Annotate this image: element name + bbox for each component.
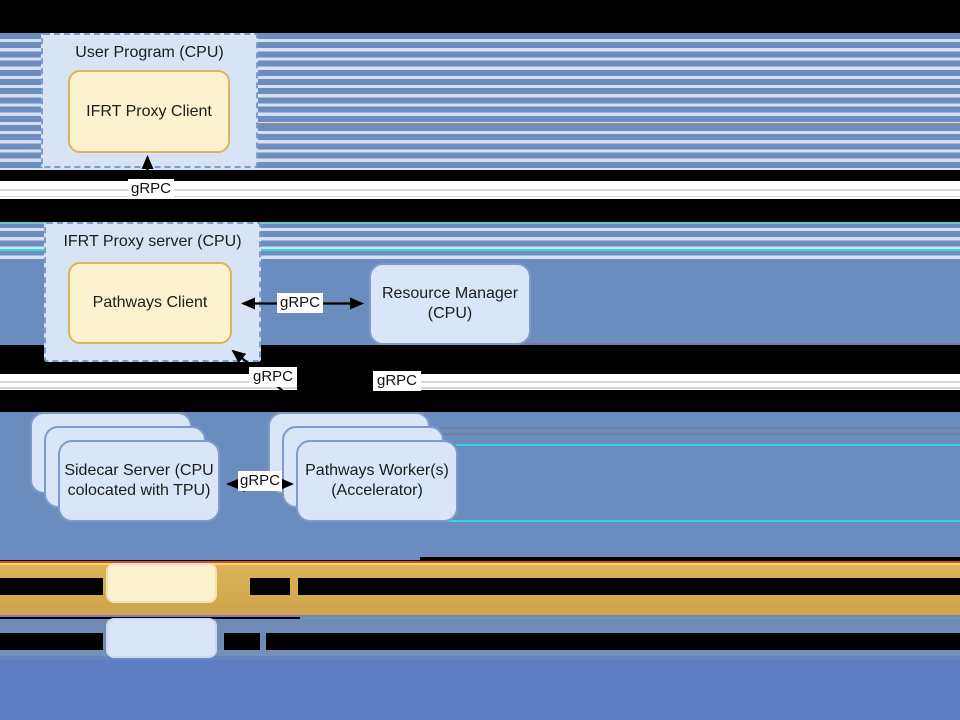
legend-row1-redaction [298, 577, 960, 595]
glitch-red-line [0, 561, 960, 563]
node-pathways-client: Pathways Client [68, 262, 232, 344]
glitch-gray-line [255, 123, 960, 125]
node-pathways-workers: Pathways Worker(s) (Accelerator) [296, 440, 458, 522]
black-patch [297, 374, 377, 390]
node-sidecar-server: Sidecar Server (CPU colocated with TPU) [58, 440, 220, 522]
node-pathways-client-label: Pathways Client [92, 294, 208, 311]
node-sidecar-server-line1: Sidecar Server (CPU [64, 462, 214, 479]
slate-strip [0, 649, 960, 656]
node-sidecar-server-line2: colocated with TPU) [67, 482, 211, 499]
black-strip [420, 557, 960, 561]
node-ifrt-proxy-client: IFRT Proxy Client [68, 70, 230, 153]
legend-row2-redaction [224, 632, 260, 650]
hairline [0, 189, 960, 191]
glitch-gray-line [440, 433, 960, 435]
node-ifrt-proxy-server-label: IFRT Proxy server (CPU) [63, 233, 242, 250]
glitch-cyan-line [448, 520, 960, 522]
legend-row2-redaction [266, 632, 960, 650]
node-resource-manager: Resource Manager (CPU) [369, 263, 531, 345]
hairline [0, 381, 960, 383]
node-user-program-label: User Program (CPU) [75, 44, 224, 61]
edge-label-sidecar-workers-grpc: gRPC [238, 471, 282, 491]
legend-swatch-yellow [106, 563, 217, 603]
node-pathways-workers-line2: (Accelerator) [331, 482, 423, 499]
node-pathways-workers-line1: Pathways Worker(s) [305, 462, 449, 479]
slate-blend [0, 655, 960, 661]
legend-row1-redaction [0, 577, 103, 595]
glitch-yellow-line [0, 562, 960, 565]
hairline [0, 387, 960, 389]
glitch-teal-line [0, 222, 960, 224]
legend-row1-redaction [250, 577, 290, 595]
edge-label-rm-workers-grpc: gRPC [373, 371, 421, 391]
hairline [0, 195, 960, 197]
edge-label-rm-client-grpc: gRPC [277, 293, 323, 313]
glitch-gray-line [440, 427, 960, 429]
node-ifrt-proxy-client-label: IFRT Proxy Client [86, 102, 212, 120]
legend-row2-redaction [0, 632, 103, 650]
glitch-teal-line [300, 617, 960, 619]
glitch-purple-line [480, 343, 960, 345]
glitch-cyan-line [0, 249, 960, 251]
node-resource-manager-line2: (CPU) [427, 305, 473, 322]
glitch-cyan-line [456, 444, 960, 446]
node-resource-manager-line1: Resource Manager [381, 285, 519, 302]
legend-swatch-blue [106, 618, 217, 658]
blue-band-bottom [0, 660, 960, 720]
edge-label-client-grpc: gRPC [128, 179, 174, 199]
glitch-purple-line [0, 615, 960, 617]
edge-label-client-workers-grpc: gRPC [249, 367, 297, 387]
